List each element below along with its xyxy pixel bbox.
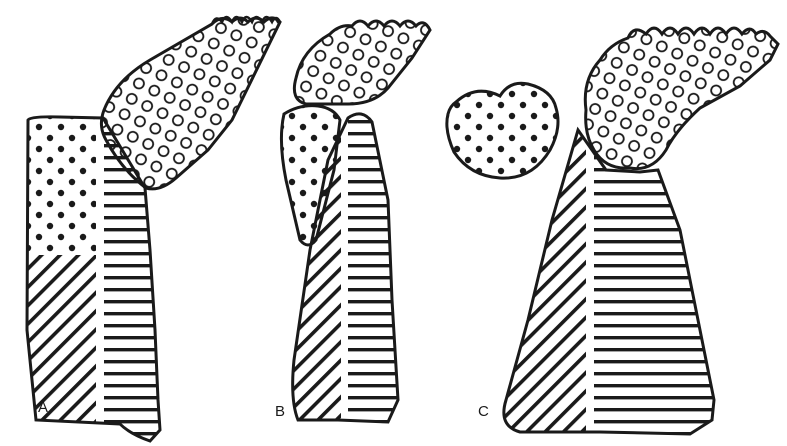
panel-c [447, 28, 778, 440]
panel-b [281, 21, 430, 430]
panel-a [20, 17, 280, 446]
panel-label-a: A [38, 400, 48, 415]
panel-b-cap [294, 21, 430, 104]
panel-label-b: B [275, 404, 285, 419]
panel-a-cap [101, 18, 280, 189]
panel-c-loose-fragment [447, 83, 558, 178]
panel-c-cap [585, 28, 778, 169]
panel-label-c: C [478, 404, 489, 419]
